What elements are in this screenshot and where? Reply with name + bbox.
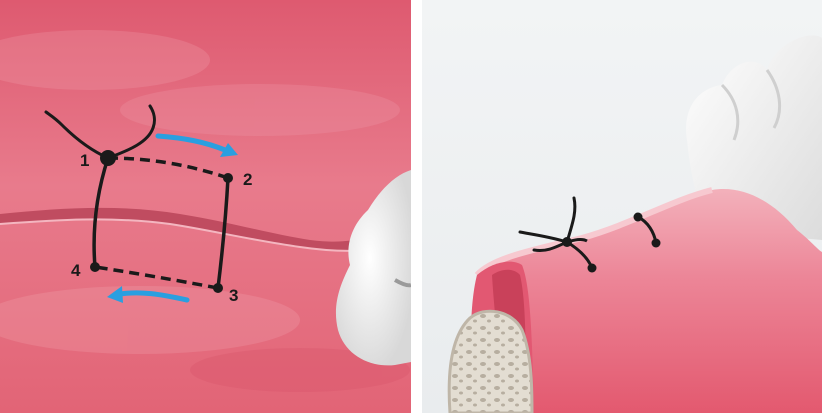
- suture-point-4: [90, 262, 100, 272]
- suture-point-2: [223, 173, 233, 183]
- suture-knot: [100, 150, 116, 166]
- alveolar-bone: [449, 311, 532, 413]
- suture-exit-point: [588, 264, 597, 273]
- suture-exit-point-2: [652, 239, 661, 248]
- suture-label-4: 4: [71, 261, 81, 280]
- mattress-suture-top-view-panel: 1 2 3 4: [0, 0, 411, 413]
- cross-section-view-panel: [422, 0, 822, 413]
- mattress-suture-illustration: 1 2 3 4: [0, 0, 411, 413]
- suture-label-1: 1: [80, 151, 89, 170]
- suture-label-2: 2: [243, 170, 252, 189]
- suture-knot-r: [562, 237, 572, 247]
- cross-section-illustration: [422, 0, 822, 413]
- suture-point-3: [213, 283, 223, 293]
- suture-entry-point-2: [634, 213, 643, 222]
- suture-label-3: 3: [229, 286, 238, 305]
